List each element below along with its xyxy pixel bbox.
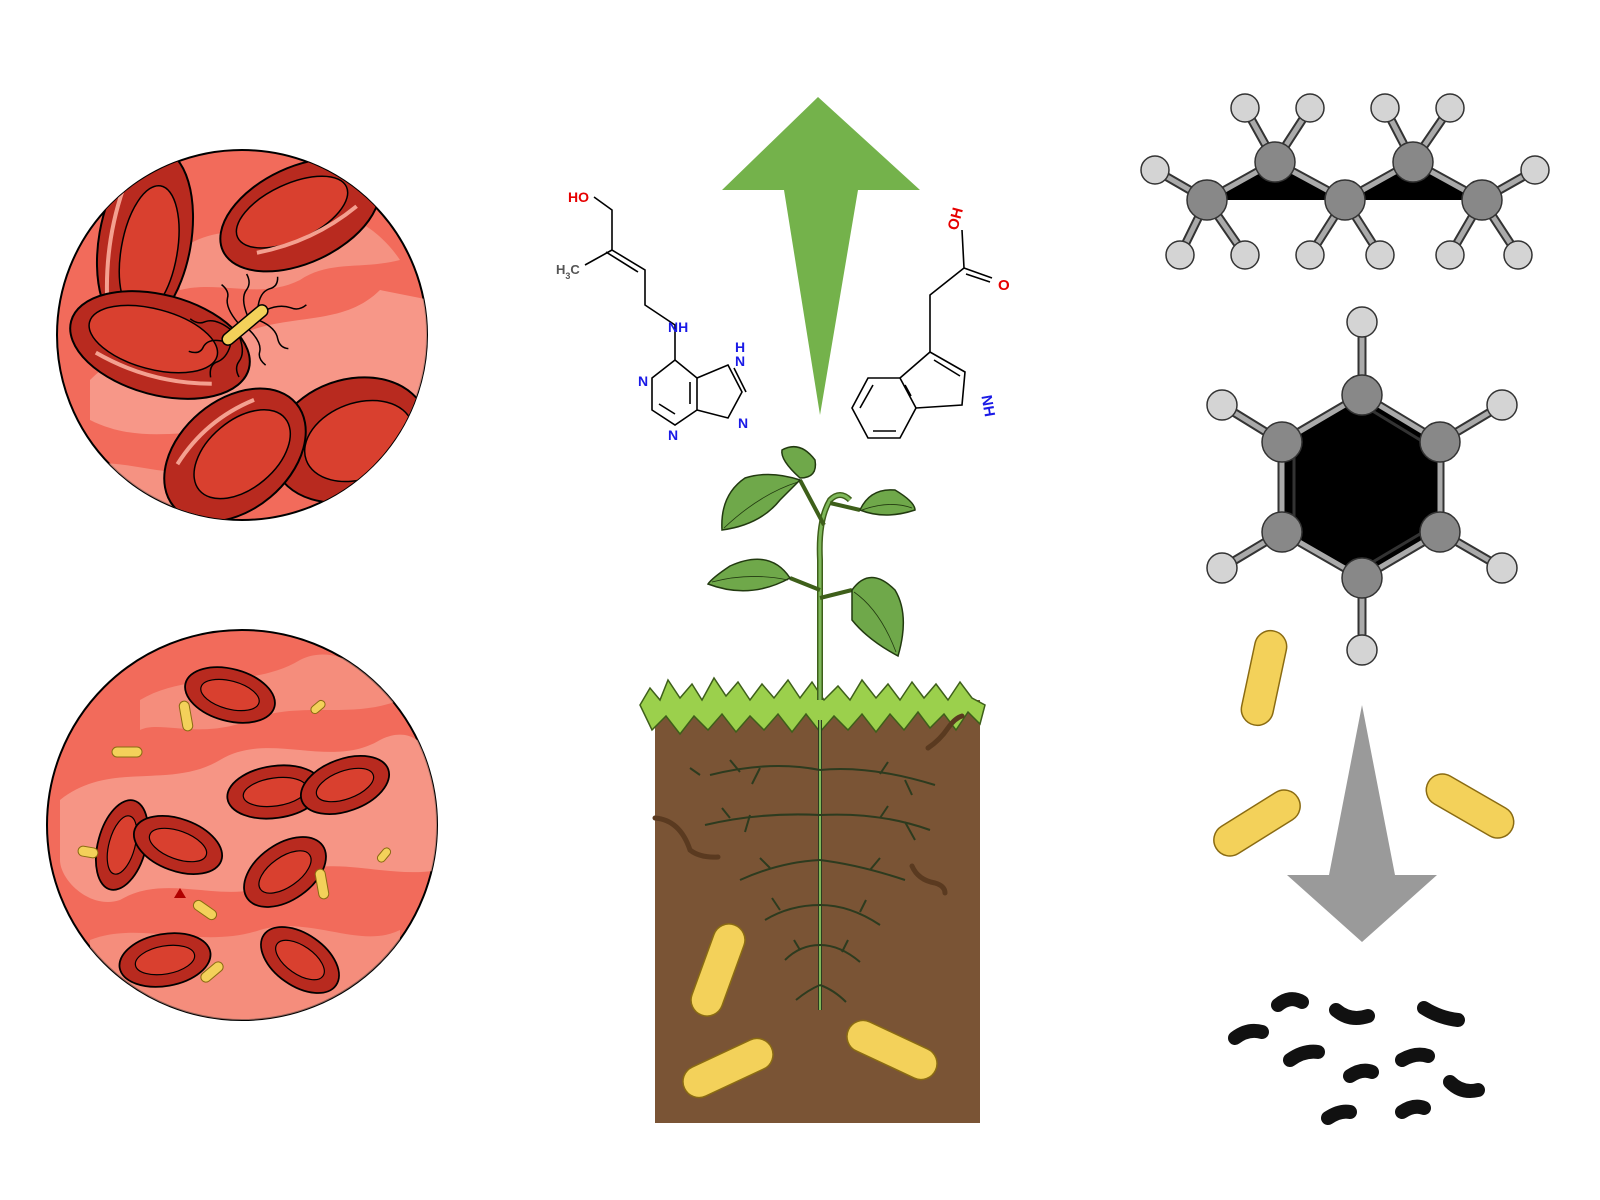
plant-panel — [639, 97, 986, 1123]
red-blood-cell — [226, 764, 324, 820]
free-bacterium — [77, 845, 99, 859]
soil-bacterium — [690, 923, 746, 1017]
red-blood-cell — [219, 157, 381, 273]
hydrogen-atom — [1230, 93, 1260, 123]
degrading-bacterium — [1240, 629, 1288, 727]
hydrogen-atom — [1435, 240, 1465, 270]
carbon-atom — [1324, 179, 1366, 221]
degraded-fragments — [1228, 992, 1485, 1125]
label-NH-zeatin: NH — [668, 319, 688, 335]
hydrogen-atom — [1165, 240, 1195, 270]
root-system — [689, 720, 936, 1010]
free-bacterium — [178, 700, 194, 732]
carbon-atom — [1341, 374, 1383, 416]
hydrogen-atom — [1346, 634, 1378, 666]
label-N: N — [638, 373, 648, 389]
zeatin-labels: HO H3C NH N N N H N — [556, 189, 748, 443]
label-H3C: H3C — [556, 262, 580, 281]
downward-gray-arrow-icon — [1287, 705, 1437, 942]
degrading-bacterium — [1213, 789, 1301, 857]
degradation-panel — [1213, 629, 1515, 1125]
hydrogen-atom — [1206, 389, 1238, 421]
red-blood-cell — [132, 815, 224, 875]
hydrogen-atom — [1520, 155, 1550, 185]
hydrogen-atom — [1295, 240, 1325, 270]
carbon-atom — [1261, 421, 1303, 463]
soil-bacterium — [682, 1037, 774, 1099]
attached-bacterium — [188, 273, 307, 378]
hydrogen-atom — [1346, 306, 1378, 338]
hydrogen-atom — [1370, 93, 1400, 123]
carbon-atom — [1419, 511, 1461, 553]
zeatin-molecule — [584, 196, 747, 426]
carbon-atom — [1461, 179, 1503, 221]
label-HO: HO — [568, 189, 589, 205]
degrading-bacterium — [1425, 773, 1515, 839]
label-NH-iaa: NH — [977, 394, 998, 418]
label-N: N — [668, 427, 678, 443]
plant-leaf — [706, 558, 792, 592]
iaa-molecule — [851, 229, 993, 439]
red-blood-cell — [184, 666, 276, 724]
iaa-labels: OH O NH — [945, 206, 1010, 418]
carbon-atom — [1186, 179, 1228, 221]
plant-leaf — [781, 445, 817, 479]
red-blood-cell — [95, 799, 149, 891]
bacteremia-panel — [46, 629, 438, 1021]
hydrogen-atom — [1486, 389, 1518, 421]
plant-leaf — [858, 489, 916, 516]
carbon-atom — [1261, 511, 1303, 553]
grass-strip — [639, 676, 986, 736]
free-bacterium — [200, 961, 224, 983]
plant-leaf — [721, 473, 802, 531]
label-O: O — [998, 277, 1010, 294]
red-blood-cell — [299, 755, 391, 815]
free-bacterium — [111, 746, 143, 758]
hexane-molecule — [1140, 93, 1550, 270]
carbon-atom — [1419, 421, 1461, 463]
label-N: N — [735, 353, 745, 369]
hydrogen-atom — [1503, 240, 1533, 270]
upward-green-arrow-icon — [722, 97, 920, 415]
label-OH: OH — [945, 206, 967, 232]
hydrogen-atom — [1295, 93, 1325, 123]
benzene-molecule — [1206, 306, 1518, 666]
earthworm — [652, 713, 965, 896]
free-bacterium — [192, 899, 218, 921]
infected-blood-panel — [56, 149, 428, 521]
hydrogen-atom — [1365, 240, 1395, 270]
red-blood-cell — [163, 387, 307, 520]
red-blood-cell — [243, 836, 327, 908]
hydrogen-atom — [1230, 240, 1260, 270]
free-bacterium — [314, 868, 330, 900]
label-H: H — [735, 339, 745, 355]
red-blood-cell — [69, 290, 251, 400]
hydrogen-atom — [1140, 155, 1170, 185]
free-bacterium — [310, 699, 326, 715]
carbon-atom — [1254, 141, 1296, 183]
hydrogen-atom — [1435, 93, 1465, 123]
red-blood-cell — [118, 932, 212, 988]
carbon-atom — [1392, 141, 1434, 183]
small-red-marker — [174, 888, 186, 898]
carbon-atom — [1341, 557, 1383, 599]
soil-bacterium — [846, 1019, 938, 1081]
label-N: N — [738, 415, 748, 431]
free-bacterium — [376, 847, 392, 863]
hydrogen-atom — [1486, 552, 1518, 584]
hydrogen-atom — [1206, 552, 1238, 584]
